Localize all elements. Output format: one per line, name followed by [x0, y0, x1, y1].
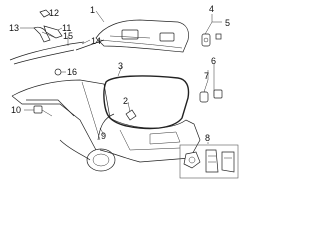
- part-8-assembly: [179, 144, 239, 179]
- leader-lines: [20, 9, 209, 144]
- callout-3: 3: [118, 61, 123, 71]
- part-2-striker: [125, 109, 137, 121]
- callout-16: 16: [67, 67, 77, 77]
- callout-12: 12: [49, 8, 59, 18]
- callout-10: 10: [11, 105, 21, 115]
- callout-9: 9: [101, 131, 106, 141]
- upper-left-parts: [9, 9, 105, 76]
- callout-2: 2: [123, 96, 128, 106]
- car-body: [11, 79, 201, 172]
- callout-4: 4: [209, 4, 214, 14]
- trunk-lid: [95, 19, 189, 53]
- parts-diagram: 1 2 3 4 5 6 7 8 9 10 11 12 13 14 15 16: [9, 4, 239, 179]
- callout-14: 14: [91, 36, 101, 46]
- callout-1: 1: [90, 5, 95, 15]
- right-parts: [199, 14, 223, 103]
- callout-13: 13: [9, 23, 19, 33]
- callout-5: 5: [225, 18, 230, 28]
- callout-8: 8: [205, 133, 210, 143]
- weatherstrip: [103, 75, 190, 130]
- callout-6: 6: [211, 56, 216, 66]
- part-10-lock: [33, 105, 53, 117]
- callout-11: 11: [62, 23, 71, 33]
- callout-15: 15: [63, 31, 73, 41]
- callout-7: 7: [204, 71, 209, 81]
- part-9-cable: [97, 113, 115, 141]
- callout-numbers: 1 2 3 4 5 6 7 8 9 10 11 12 13 14 15 16: [9, 4, 230, 143]
